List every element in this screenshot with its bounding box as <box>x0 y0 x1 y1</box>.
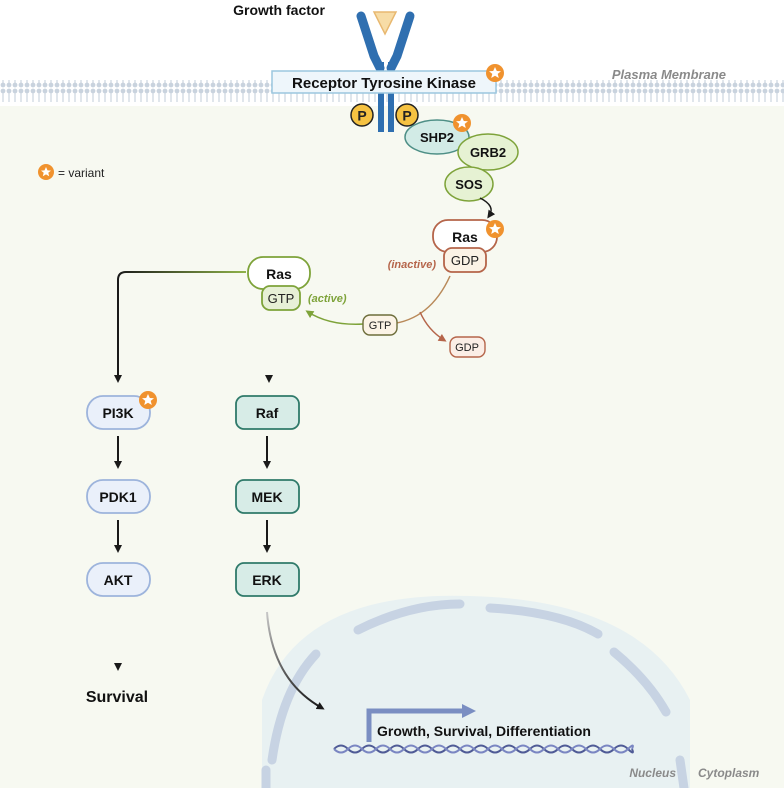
phosphate-right-icon: P <box>395 103 419 127</box>
ras-to-pi3k-arrow <box>114 271 246 383</box>
mek-node: MEK <box>235 479 300 514</box>
svg-text:ERK: ERK <box>252 572 282 588</box>
receptor-label: Receptor Tyrosine Kinase <box>292 75 476 92</box>
pdk1-node: PDK1 <box>86 479 151 514</box>
growth-factor-ligand-icon <box>372 11 398 36</box>
growth-factor-label: Growth factor <box>233 2 325 18</box>
akt-node: AKT <box>86 562 151 597</box>
outcome-label: Growth, Survival, Differentiation <box>377 723 591 739</box>
legend-variant: = variant <box>38 164 105 180</box>
gdp-free-node: GDP <box>449 336 486 358</box>
svg-text:P: P <box>402 108 411 124</box>
raf-node: Raf <box>235 395 300 430</box>
erk-to-nucleus-arrow <box>266 611 325 710</box>
ras-exchange-curve <box>389 275 451 325</box>
nucleus-label: Nucleus <box>629 766 676 780</box>
svg-text:MEK: MEK <box>251 489 282 505</box>
pi3k-node: PI3K <box>86 395 151 430</box>
dna-helix-icon <box>333 744 634 754</box>
svg-text:GRB2: GRB2 <box>470 145 506 160</box>
variant-star-icon <box>486 64 504 82</box>
gdp-release-arrow <box>419 311 447 342</box>
phosphate-left-icon: P <box>350 103 374 127</box>
transcription-arrow-icon <box>366 704 476 742</box>
svg-text:GDP: GDP <box>451 253 479 268</box>
variant-star-icon <box>139 391 157 409</box>
sos-node: SOS <box>444 166 494 202</box>
receptor-icon <box>356 11 415 132</box>
active-label: (active) <box>308 293 347 305</box>
svg-text:Raf: Raf <box>256 405 279 421</box>
gtp-to-active-arrow <box>305 310 365 325</box>
svg-text:PI3K: PI3K <box>102 405 133 421</box>
svg-text:AKT: AKT <box>104 572 133 588</box>
svg-text:Ras: Ras <box>452 229 478 245</box>
variant-star-icon <box>486 220 504 238</box>
svg-text:PDK1: PDK1 <box>99 489 137 505</box>
variant-star-icon <box>453 114 471 132</box>
gtp-free-node: GTP <box>362 314 398 336</box>
svg-text:SHP2: SHP2 <box>420 130 454 145</box>
shp2-node: SHP2 <box>404 119 470 155</box>
survival-label: Survival <box>86 689 148 706</box>
cytoplasm-label: Cytoplasm <box>698 766 760 780</box>
svg-text:= variant: = variant <box>58 166 105 180</box>
svg-text:P: P <box>357 108 366 124</box>
svg-text:GTP: GTP <box>369 320 392 332</box>
svg-text:SOS: SOS <box>455 177 483 192</box>
inactive-label: (inactive) <box>388 259 437 271</box>
receptor-box <box>271 70 497 94</box>
sos-to-ras-arrow <box>479 197 496 219</box>
grb2-node: GRB2 <box>457 133 519 171</box>
erk-node: ERK <box>235 562 300 597</box>
svg-text:Ras: Ras <box>266 266 292 282</box>
svg-text:GTP: GTP <box>268 291 295 306</box>
plasma-membrane-label: Plasma Membrane <box>612 67 726 82</box>
ras-inactive-node: Ras GDP <box>432 219 498 273</box>
svg-text:GDP: GDP <box>455 342 479 354</box>
ras-active-node: Ras GTP <box>247 256 311 311</box>
